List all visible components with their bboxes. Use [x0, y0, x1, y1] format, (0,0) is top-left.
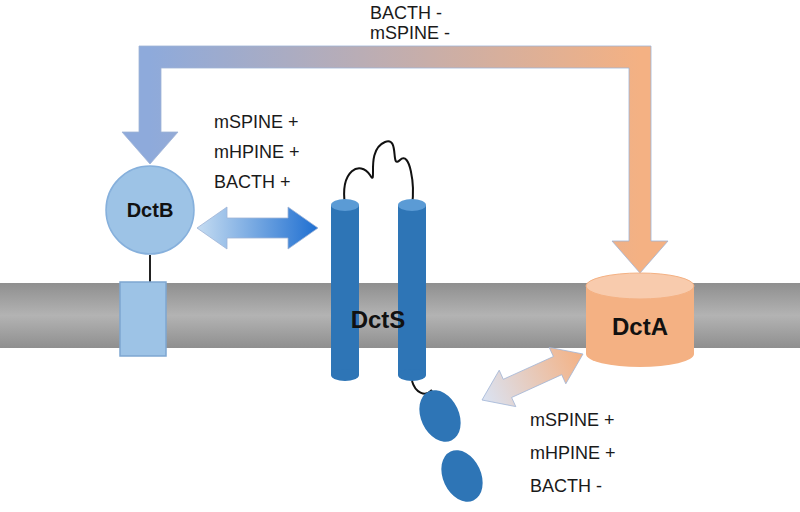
dctb-circle: DctB: [105, 165, 195, 255]
protein-name: DctS: [351, 306, 406, 334]
dctb-shape: [106, 166, 194, 254]
assay-result: BACTH -: [530, 476, 602, 496]
assay-result: BACTH -: [370, 3, 442, 23]
dcts-protein: DctS: [320, 130, 480, 510]
helix-body: [331, 205, 359, 375]
assay-result: BACTH +: [214, 172, 291, 192]
dctb-linker: [149, 255, 151, 282]
assay-result: mHPINE +: [214, 142, 300, 162]
helix-body: [398, 205, 426, 375]
helix-cap: [331, 369, 359, 381]
dctb-transmembrane: [120, 282, 166, 356]
protein-name: DctB: [127, 199, 174, 222]
protein-name: DctA: [612, 313, 668, 341]
cytoplasmic-domain: [411, 383, 468, 448]
assay-result: mSPINE +: [214, 112, 299, 132]
helix-cap: [331, 199, 359, 211]
helix-cap: [398, 369, 426, 381]
assay-result: mSPINE -: [370, 23, 450, 43]
helix-cap: [398, 199, 426, 211]
assay-result: mSPINE +: [530, 410, 615, 430]
dcta-top: [586, 273, 694, 299]
assay-result: mHPINE +: [530, 443, 616, 463]
dcta-cylinder: DctA: [585, 272, 695, 368]
cytoplasmic-domain: [433, 443, 490, 508]
interaction-arrow: [482, 347, 583, 406]
periplasmic-loop: [344, 141, 413, 205]
interaction-arrow: [197, 207, 318, 249]
interaction-bracket: [122, 46, 668, 273]
